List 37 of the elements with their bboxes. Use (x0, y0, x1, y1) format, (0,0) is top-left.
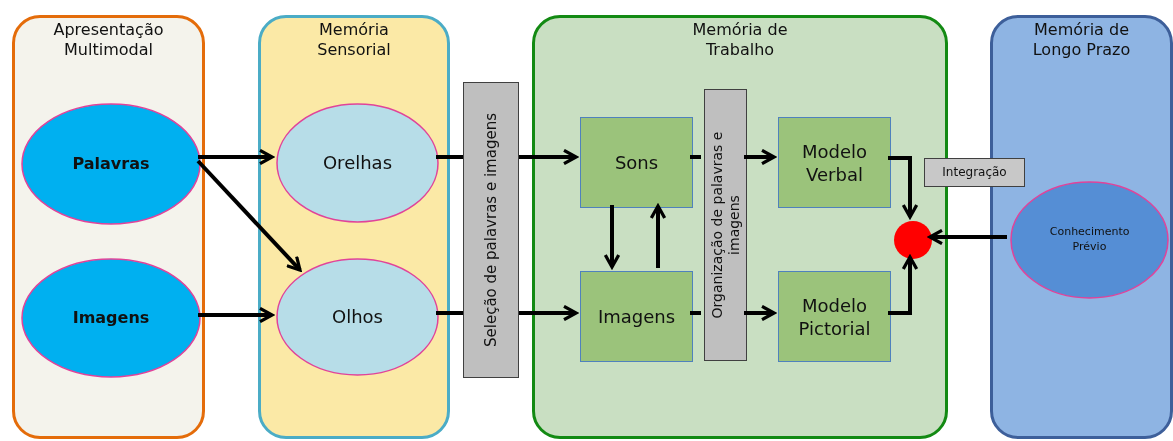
arrow (649, 204, 667, 268)
arrow (928, 228, 1007, 246)
arrow (519, 148, 578, 166)
process-bar (704, 89, 747, 361)
node-label: Organização de palavras e imagens (708, 130, 743, 321)
panel-title: Memória Sensorial (316, 20, 392, 60)
node-label: Integração (941, 164, 1008, 181)
arrow (744, 304, 776, 322)
arrow (196, 159, 302, 272)
arrow (888, 255, 919, 315)
process-box (778, 117, 891, 208)
stage-panel (258, 15, 450, 439)
node-label: Modelo Pictorial (797, 293, 872, 340)
arrow (603, 205, 621, 269)
node-label: Orelhas (321, 150, 394, 175)
arrow (519, 304, 578, 322)
arrow (744, 148, 776, 166)
panel-title: Apresentação Multimodal (52, 20, 165, 60)
node-label: Sons (613, 150, 660, 175)
panel-title: Memória de Trabalho (691, 20, 789, 60)
node-label: Palavras (71, 153, 151, 175)
arrow (198, 148, 274, 166)
node-label: Seleção de palavras e imagens (482, 112, 500, 349)
process-bar (463, 82, 519, 378)
arrow (888, 156, 919, 219)
arrow (198, 306, 274, 324)
node-label: Imagens (71, 307, 151, 329)
node-label: Imagens (596, 304, 677, 329)
node-label: Modelo Verbal (800, 139, 869, 186)
node-label: Olhos (331, 304, 384, 329)
process-box (580, 271, 693, 362)
process-tag (924, 158, 1025, 187)
process-box (778, 271, 891, 362)
node-label: Conhecimento Prévio (1049, 225, 1130, 255)
stage-panel (12, 15, 205, 439)
panel-title: Memória de Longo Prazo (1031, 20, 1132, 60)
process-box (580, 117, 693, 208)
